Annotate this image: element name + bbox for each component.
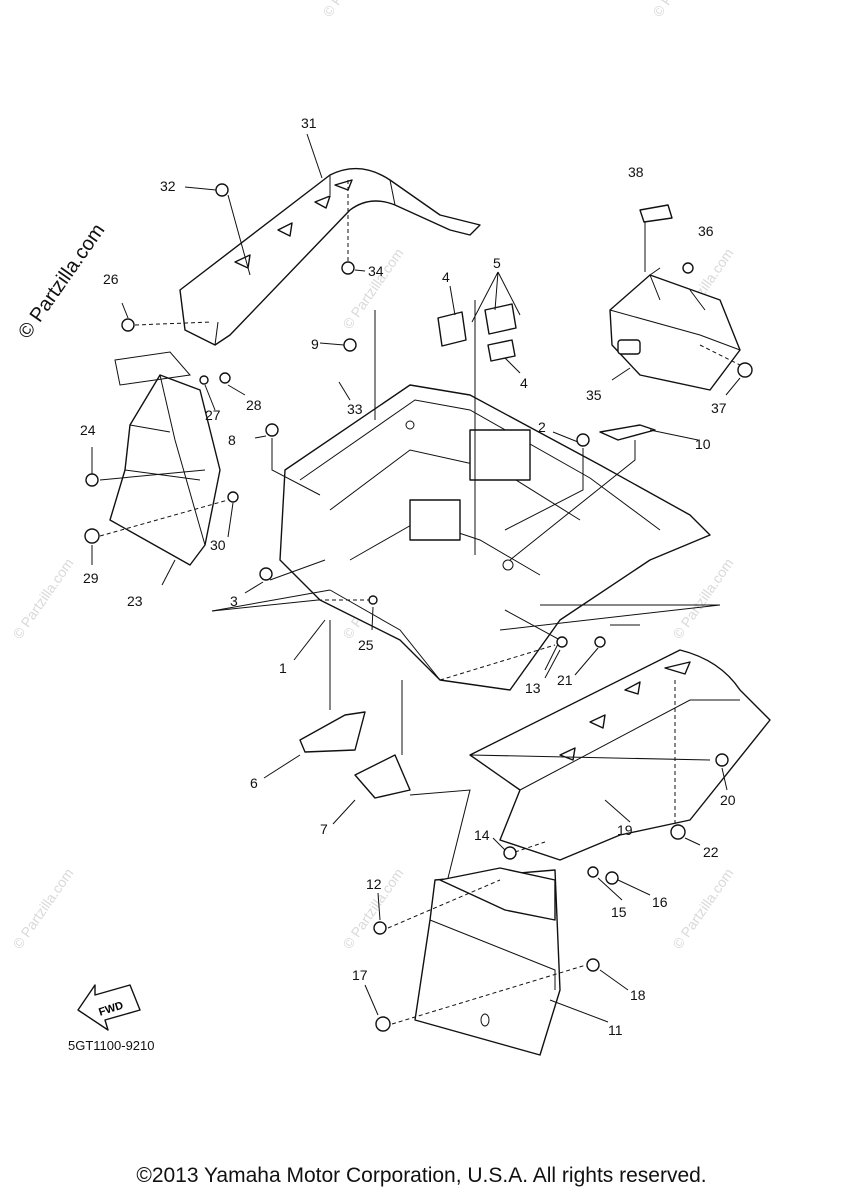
part-11-mud-flap [414, 867, 561, 1056]
callout-14: 14 [474, 827, 490, 843]
callout-12: 12 [366, 876, 382, 892]
callout-11: 11 [608, 1022, 623, 1038]
part-27-sheet [114, 351, 191, 386]
watermark: © Partzilla.com [9, 865, 76, 951]
callout-24: 24 [80, 422, 96, 438]
fasteners [84, 183, 753, 1032]
callout-8: 8 [228, 432, 236, 448]
callout-31: 31 [301, 115, 317, 131]
callout-1: 1 [279, 660, 287, 676]
callout-5: 5 [493, 255, 501, 271]
callout-29: 29 [83, 570, 99, 586]
watermark: © Partzilla.com [319, 0, 386, 20]
part-4-5-decals [437, 303, 517, 362]
watermark: © Partzilla.com [9, 555, 76, 641]
watermark: © Partzilla.com [669, 865, 736, 951]
callout-3: 3 [230, 593, 238, 609]
callout-4: 4 [442, 269, 450, 285]
callout-17: 17 [352, 967, 368, 983]
part-35-tool-box [609, 274, 741, 391]
watermark: © Partzilla.com [669, 555, 736, 641]
part-23-side-panel [109, 374, 221, 566]
callout-38: 38 [628, 164, 644, 180]
copyright-notice: ©2013 Yamaha Motor Corporation, U.S.A. A… [136, 1164, 707, 1187]
callout-13: 13 [525, 680, 541, 696]
callout-35: 35 [586, 387, 602, 403]
callout-26: 26 [103, 271, 119, 287]
callout-34: 34 [368, 263, 384, 279]
callout-10: 10 [695, 436, 711, 452]
callout-4: 4 [520, 375, 528, 391]
fwd-arrow-icon: FWD [77, 984, 141, 1031]
part-19-fender-right [469, 649, 771, 861]
callout-28: 28 [246, 397, 262, 413]
callout-7: 7 [320, 821, 328, 837]
callout-19: 19 [617, 822, 633, 838]
callout-21: 21 [557, 672, 573, 688]
callout-23: 23 [127, 593, 143, 609]
callout-32: 32 [160, 178, 176, 194]
callout-15: 15 [611, 904, 627, 920]
part-6-bracket [299, 711, 366, 753]
callout-2: 2 [538, 419, 546, 435]
callout-37: 37 [711, 400, 727, 416]
diagram-code: 5GT1100-9210 [68, 1038, 155, 1053]
part-31-fender-top [179, 167, 481, 346]
callout-9: 9 [311, 336, 319, 352]
callout-25: 25 [358, 637, 374, 653]
callout-33: 33 [347, 401, 363, 417]
part-7-bracket [354, 754, 411, 799]
callout-18: 18 [630, 987, 646, 1003]
watermark: © Partzilla.com [339, 245, 406, 331]
callout-36: 36 [698, 223, 714, 239]
part-38-latch [639, 204, 673, 223]
callout-22: 22 [703, 844, 719, 860]
callout-6: 6 [250, 775, 258, 791]
callout-16: 16 [652, 894, 668, 910]
part-10-pad [599, 424, 656, 441]
leader-lines [91, 133, 741, 1025]
callout-30: 30 [210, 537, 226, 553]
callout-27: 27 [205, 407, 221, 423]
main-rear-fender [279, 384, 711, 691]
callout-20: 20 [720, 792, 736, 808]
callout-labels: 1 2 3 4 4 5 6 7 8 9 10 11 12 13 14 15 16… [80, 115, 736, 1038]
partzilla-watermark: © Partzilla.com [14, 220, 109, 343]
watermark: © Partzilla.com [649, 0, 716, 20]
